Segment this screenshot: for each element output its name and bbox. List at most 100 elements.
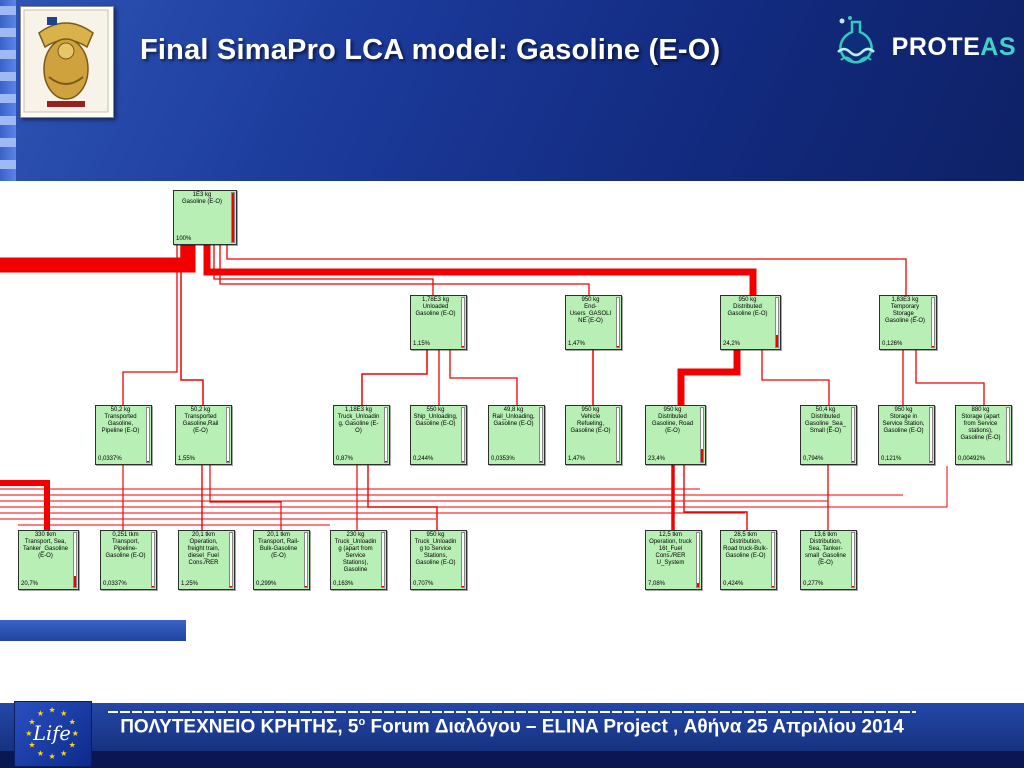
box-percentage: 0,126% — [882, 340, 903, 347]
box-quantity: 950 kg — [426, 532, 445, 538]
contribution-bar — [304, 532, 308, 588]
box-percentage: 1,47% — [568, 340, 586, 347]
box-quantity: 950 kg — [663, 407, 682, 413]
box-name: Transport, Pipeline-Gasoline (E-O) — [105, 539, 146, 560]
box-percentage: 20,7% — [21, 580, 39, 587]
decor-strip — [0, 0, 16, 181]
box-quantity: 12,5 tkm — [658, 532, 682, 538]
box-percentage: 1,55% — [178, 455, 196, 462]
box-name: Vehicle Refueling, Gasoline (E-O) — [570, 414, 611, 435]
box-name: Transported Gasoline, Pipeline (E-O) — [101, 414, 140, 435]
box-name: Transport, Rail-Bulk-Gasoline (E-O) — [257, 539, 300, 560]
box-percentage: 1,25% — [181, 580, 199, 587]
box-quantity: 550 kg — [426, 407, 445, 413]
contribution-bar — [384, 407, 388, 463]
box-quantity: 950 kg — [581, 297, 600, 303]
star-icon: ★ — [37, 749, 44, 758]
contribution-bar — [146, 407, 150, 463]
box-name: End-Users_GASOLINE (E-O) — [569, 304, 612, 325]
box-quantity: 0,251 tkm — [112, 532, 139, 538]
contribution-bar — [229, 532, 233, 588]
box-quantity: 330 tkm — [34, 532, 57, 538]
box-name: Storage (apart from Service stations), G… — [960, 414, 1001, 442]
box-quantity: 20,1 tkm — [266, 532, 290, 538]
life-logo-icon: Life ★★★★★★★★★★★★ — [25, 706, 79, 762]
box-quantity: 50,2 kg — [190, 407, 211, 413]
contribution-bar — [851, 407, 855, 463]
contribution-bar — [226, 407, 230, 463]
bottom-strip — [0, 751, 1024, 768]
box-name: Transported Gasoline,Rail (E-O) — [182, 414, 219, 435]
box-percentage: 1,15% — [413, 340, 431, 347]
box-name: Distributed Gasoline, Road (E-O) — [651, 414, 694, 435]
box-quantity: 1,18E3 kg — [344, 407, 373, 413]
proteas-logo: PROTEAS — [830, 14, 1016, 80]
box-percentage: 0,277% — [803, 580, 824, 587]
box-name: Rail_Unloading, Gasoline (E-O) — [492, 414, 535, 428]
box-percentage: 23,4% — [648, 455, 666, 462]
box-quantity: 50,4 kg — [815, 407, 836, 413]
contribution-bar — [775, 297, 779, 348]
box-quantity: 880 kg — [971, 407, 990, 413]
tuc-emblem-icon — [23, 9, 109, 113]
box-percentage: 0,0353% — [491, 455, 515, 462]
footer-text-post: Forum Διαλόγου – ELINA Project , Αθήνα 2… — [365, 716, 904, 738]
footer-text: ΠΟΛΥΤΕΧΝΕΙΟ ΚΡΗΤΗΣ, 5ο Forum Διαλόγου – … — [0, 716, 1024, 738]
contribution-bar — [461, 297, 465, 348]
star-icon: ★ — [37, 709, 44, 718]
life-logo: Life ★★★★★★★★★★★★ — [14, 701, 92, 767]
contribution-bar — [696, 532, 700, 588]
box-percentage: 0,163% — [333, 580, 354, 587]
box-percentage: 0,707% — [413, 580, 434, 587]
slide-footer: ΠΟΛΥΤΕΧΝΕΙΟ ΚΡΗΤΗΣ, 5ο Forum Διαλόγου – … — [0, 703, 1024, 751]
contribution-bar — [73, 532, 77, 588]
star-icon: ★ — [69, 717, 76, 726]
box-percentage: 7,08% — [648, 580, 666, 587]
slide-title: Final SimaPro LCA model: Gasoline (E-O) — [140, 34, 721, 66]
star-icon: ★ — [60, 749, 67, 758]
star-icon: ★ — [60, 709, 67, 718]
contribution-bar — [461, 407, 465, 463]
tuc-logo — [20, 6, 114, 118]
box-name: Truck_Unloading (apart from Service Stat… — [334, 539, 377, 574]
box-name: Distribution, Road truck-Bulk-Gasoline (… — [723, 539, 768, 560]
contribution-bar — [231, 192, 235, 243]
box-name: Temporary Storage_ Gasoline (E-O) — [884, 304, 925, 325]
box-name: Unloaded Gasoline (E-O) — [415, 304, 456, 318]
contribution-bar — [851, 532, 855, 588]
box-quantity: 950 kg — [581, 407, 600, 413]
contribution-bar — [771, 532, 775, 588]
box-name: Distributed Gasoline (E-O) — [727, 304, 768, 318]
star-icon: ★ — [49, 752, 56, 761]
box-percentage: 0,424% — [723, 580, 744, 587]
star-icon: ★ — [28, 717, 35, 726]
box-percentage: 0,0337% — [103, 580, 127, 587]
proteas-text-accent: AS — [980, 32, 1016, 61]
footer-rule — [108, 711, 916, 713]
